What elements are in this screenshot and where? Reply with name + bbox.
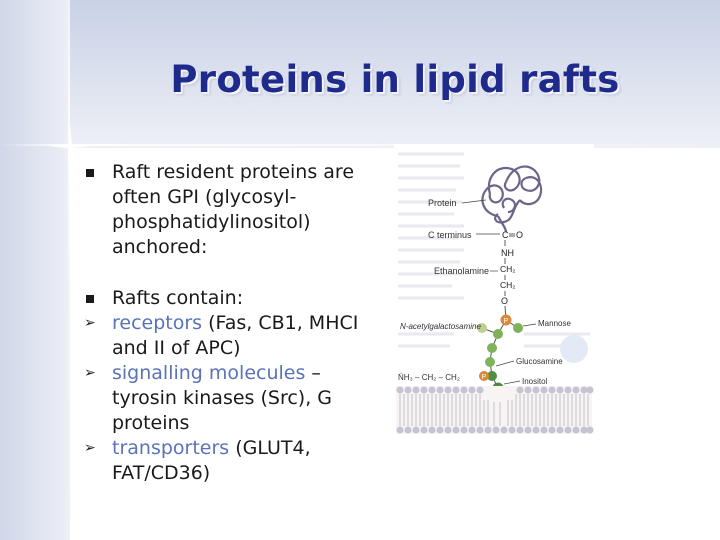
pointer-line [461, 199, 487, 204]
chem-o: O [516, 230, 523, 240]
label-protein: Protein [428, 198, 457, 208]
phosphate-node [479, 371, 489, 381]
phosphate-label: P [482, 374, 487, 381]
sugar-node [487, 343, 497, 353]
lipid-bilayer-membrane [396, 386, 594, 434]
square-bullet-icon [84, 286, 106, 311]
arrow-bullet-icon: ➢ [84, 315, 96, 331]
protein-coil-icon [481, 165, 543, 233]
chem-c: C [502, 230, 509, 240]
bullet-spacer [84, 260, 384, 286]
bullet-keyword: transporters [112, 437, 230, 459]
label-ethanolamine: Ethanolamine [434, 266, 489, 276]
pointer-line [522, 323, 537, 327]
label-inositol: Inositol [522, 377, 548, 386]
phosphate-node [500, 314, 512, 326]
bullet-item: Rafts contain: [84, 286, 384, 311]
slide-background-left [0, 0, 70, 540]
bullet-list: Raft resident proteins are often GPI (gl… [84, 160, 384, 486]
bullet-keyword: signalling molecules [112, 362, 306, 384]
square-bullet-icon [84, 160, 106, 185]
sugar-node [493, 329, 503, 339]
bullet-text: (Fas, CB1, MHCI and II of APC) [112, 312, 359, 359]
sparkle-star-icon [48, 124, 92, 168]
phosphate-label: P [504, 318, 509, 325]
bullet-item: Raft resident proteins are often GPI (gl… [84, 160, 384, 260]
label-mannose: Mannose [538, 319, 571, 328]
bullet-text: Rafts contain: [112, 287, 244, 309]
sub-bullet-item: ➢ receptors (Fas, CB1, MHCI and II of AP… [84, 311, 384, 361]
gpi-anchor-figure: Protein C O C terminus NH CH₂ Ethanolami… [394, 144, 594, 440]
bullet-text: (GLUT4, FAT/CD36) [112, 437, 311, 484]
label-glucosamine: Glucosamine [516, 357, 563, 366]
sub-bullet-item: ➢ transporters (GLUT4, FAT/CD36) [84, 436, 384, 486]
glucosamine-node [487, 371, 497, 381]
label-n-acetylgalactosamine: N-acetylgalactosamine [400, 322, 481, 331]
label-amine: N̈H₃ – CH₂ – CH₂ [398, 373, 460, 382]
chem-ch2: CH₂ [500, 264, 516, 274]
figure-faint-text [398, 152, 590, 348]
sparkle-vertical-line [68, 0, 70, 540]
sugar-node [477, 323, 487, 333]
chem-ch2: CH₂ [500, 280, 516, 290]
pointer-line [503, 380, 521, 385]
slide-background-top [0, 0, 720, 148]
pointer-line [495, 360, 515, 367]
mannose-node [513, 323, 523, 333]
bullet-text: – tyrosin kinases (Src), G proteins [112, 362, 332, 434]
label-c-terminus: C terminus [428, 230, 472, 240]
decorative-bubble [560, 335, 588, 363]
sugar-node [485, 357, 495, 367]
chem-o2: O [501, 296, 508, 306]
bullet-text: Raft resident proteins are often GPI (gl… [112, 161, 355, 258]
sub-bullet-item: ➢ signalling molecules – tyrosin kinases… [84, 361, 384, 436]
arrow-bullet-icon: ➢ [84, 365, 96, 381]
slide-title: Proteins in lipid rafts [170, 58, 620, 101]
sparkle-horizontal-line [0, 144, 720, 146]
arrow-bullet-icon: ➢ [84, 440, 96, 456]
bullet-keyword: receptors [112, 312, 203, 334]
chem-nh: NH [501, 248, 514, 258]
